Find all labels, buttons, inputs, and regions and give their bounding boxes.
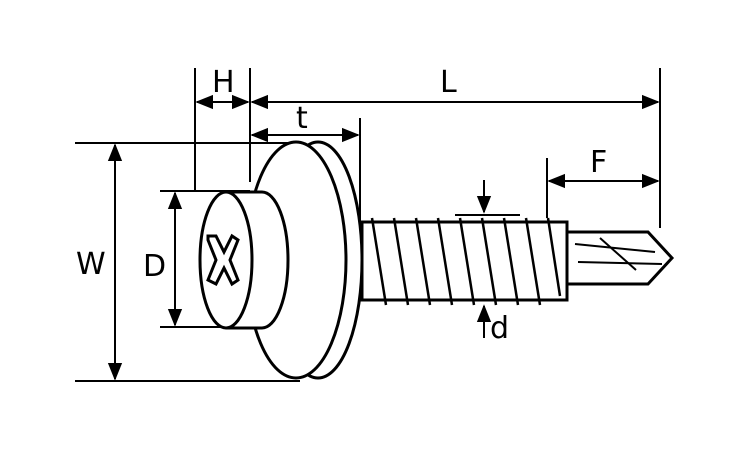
label-W: W <box>76 247 106 282</box>
label-L: L <box>440 65 457 100</box>
label-H: H <box>212 65 235 100</box>
dimension-labels: H L t F W D d <box>76 65 607 346</box>
drill-tip <box>558 230 675 286</box>
label-t: t <box>296 101 308 136</box>
screw-body <box>198 140 675 380</box>
threads <box>370 214 562 306</box>
head-front <box>198 190 254 330</box>
extension-lines <box>75 68 661 382</box>
label-d: d <box>490 311 509 346</box>
label-F: F <box>590 145 607 180</box>
cross-recess-icon <box>206 233 240 287</box>
dimension-lines <box>107 94 660 381</box>
label-D: D <box>143 249 166 284</box>
